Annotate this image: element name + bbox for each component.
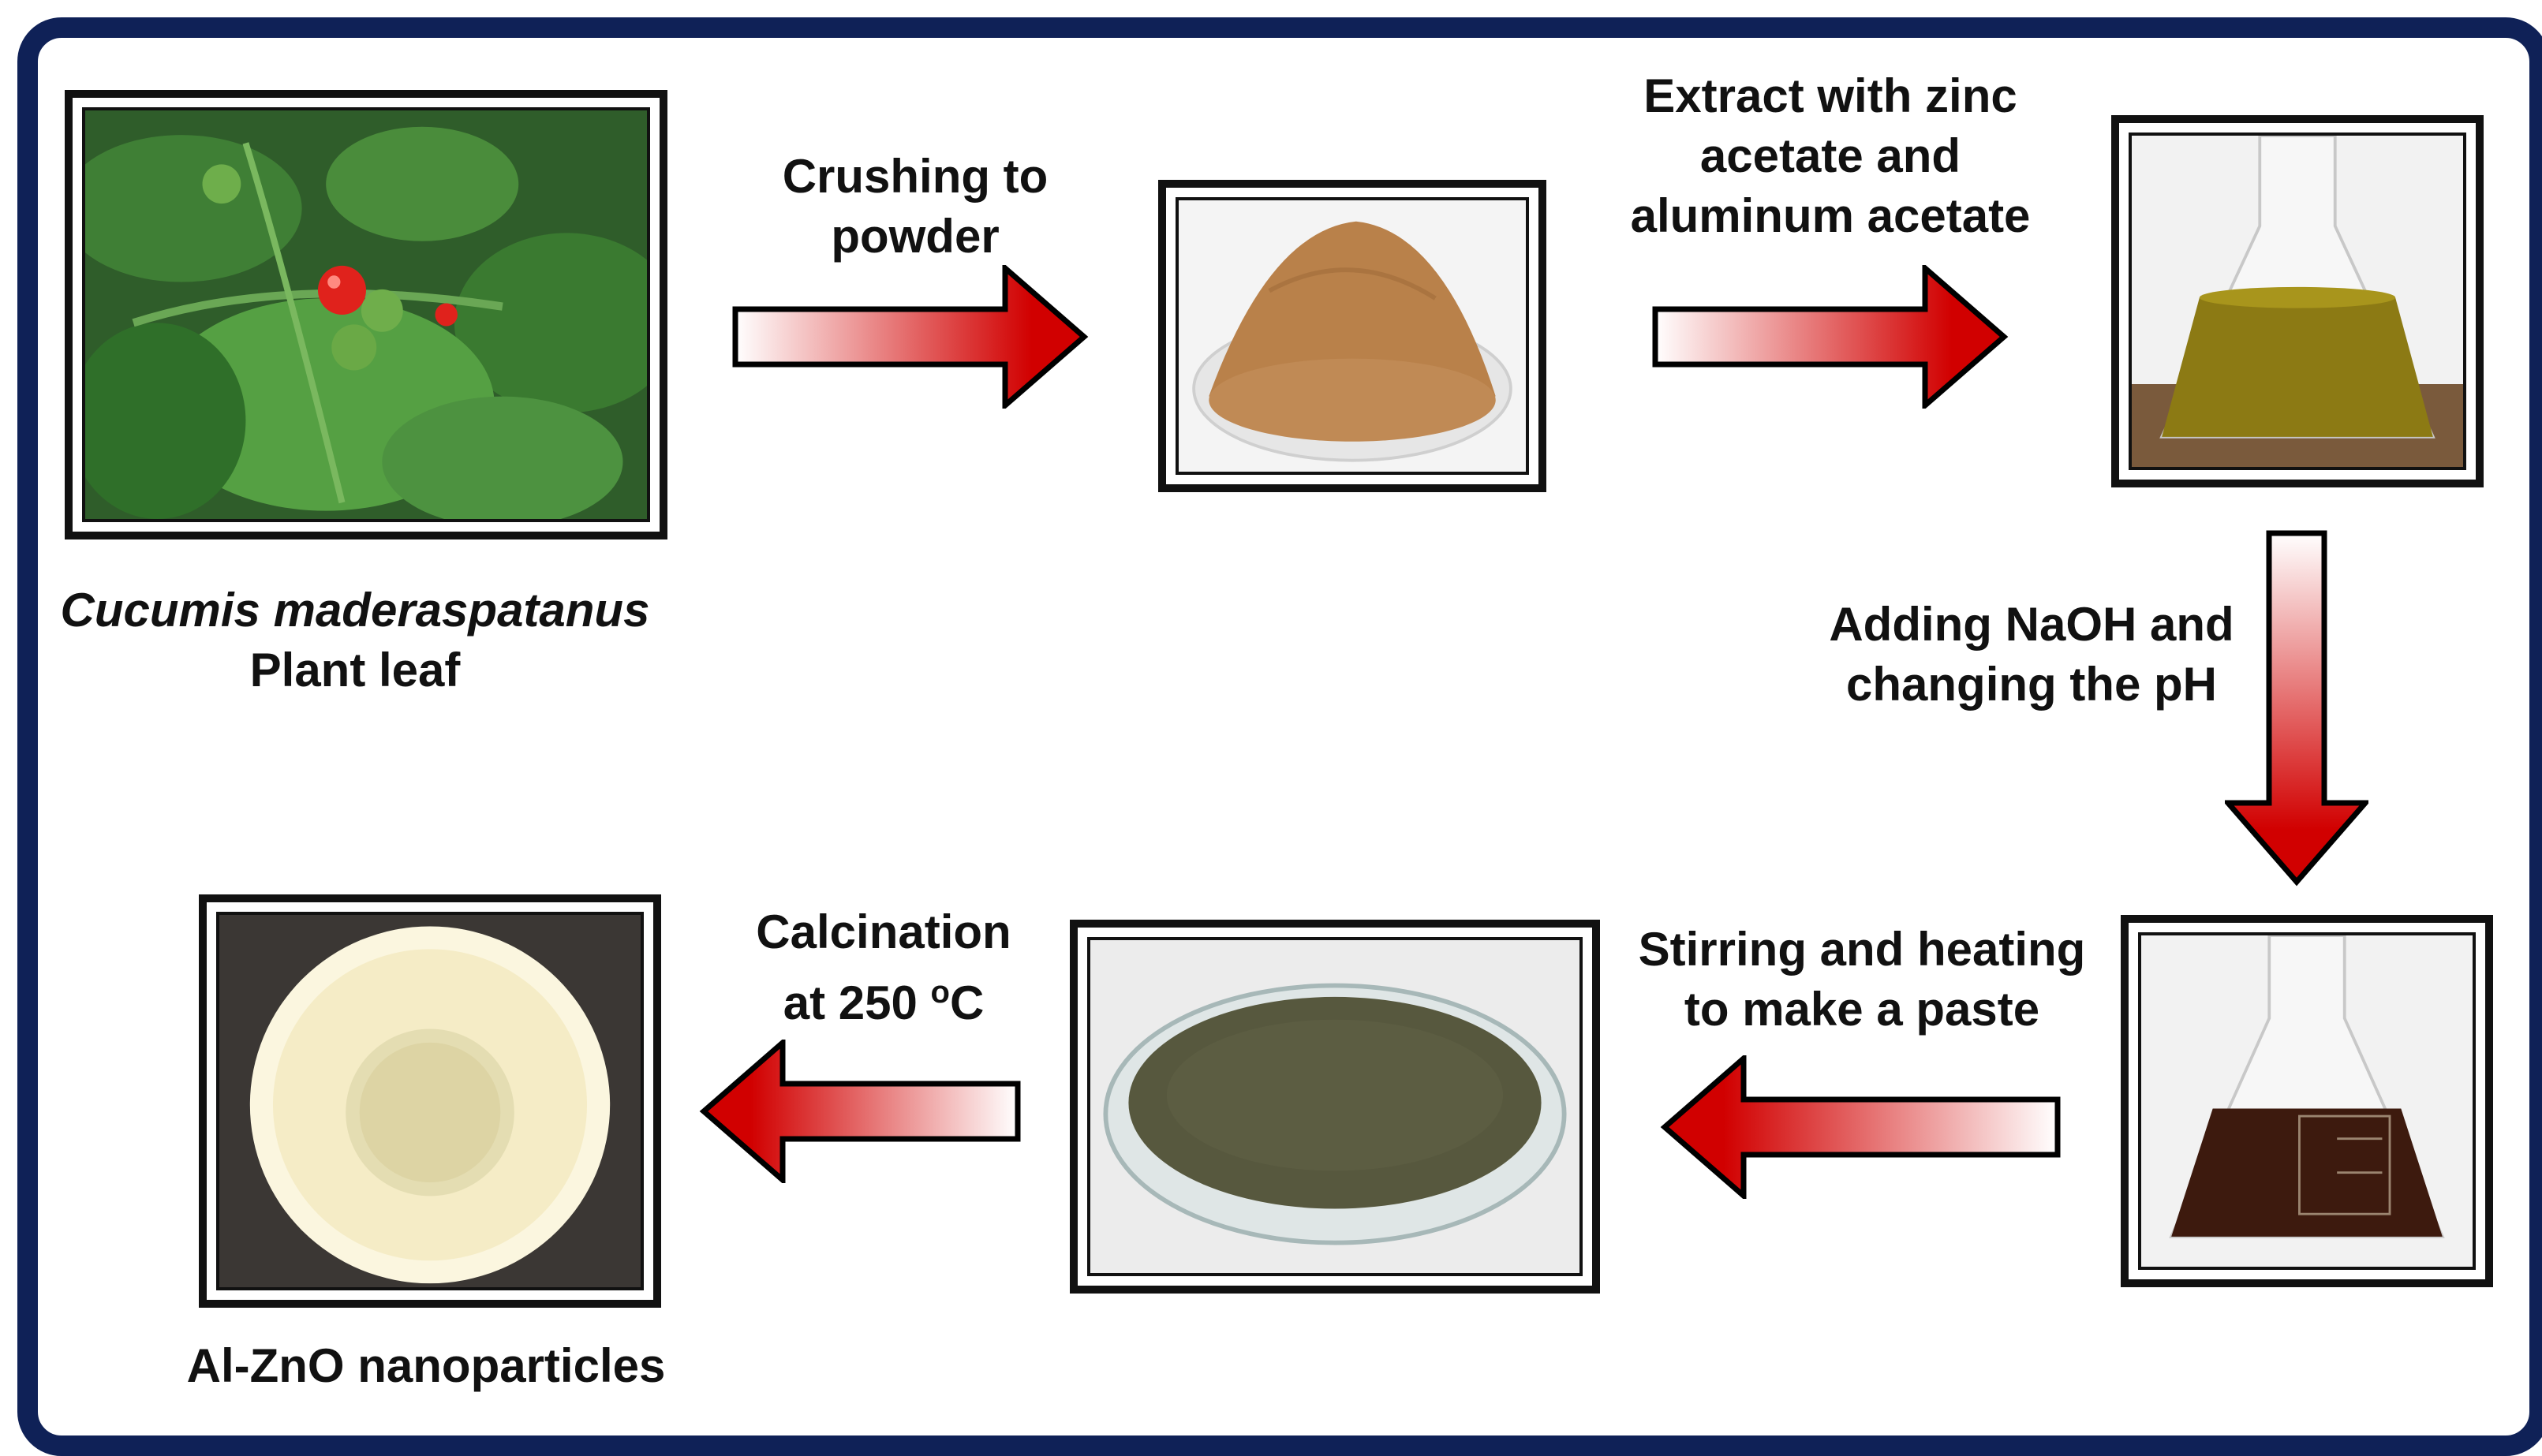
arrow-extract	[1652, 265, 2009, 409]
arrow-stirring	[1660, 1055, 2061, 1199]
arrow-crushing	[732, 265, 1089, 409]
calcination-label: Calcination at 250 oC	[756, 905, 1011, 1029]
product-caption: Al-ZnO nanoparticles	[186, 1339, 666, 1392]
extract-label: Extract with zinc acetate and aluminum a…	[1630, 69, 2031, 242]
dried-paste-petri-dish-photo	[1070, 920, 1600, 1294]
plant-leaf-label: Plant leaf	[249, 644, 461, 696]
mortar-nanoparticles-photo	[199, 894, 661, 1308]
arrow-calcination	[699, 1040, 1021, 1183]
plant-photo	[65, 90, 667, 539]
crushing-label: Crushing to powder	[782, 150, 1049, 263]
naoh-label: Adding NaOH and changing the pH	[1829, 598, 2234, 711]
arrow-naoh	[2225, 530, 2368, 887]
flask-dark-solution-photo	[2121, 915, 2493, 1287]
flask-extract-photo	[2111, 115, 2484, 487]
species-name: Cucumis maderaspatanus	[60, 584, 650, 637]
plant-caption: Cucumis maderaspatanus Plant leaf	[47, 581, 663, 700]
leaf-powder-photo	[1158, 180, 1546, 492]
stirring-label: Stirring and heating to make a paste	[1638, 923, 2086, 1036]
